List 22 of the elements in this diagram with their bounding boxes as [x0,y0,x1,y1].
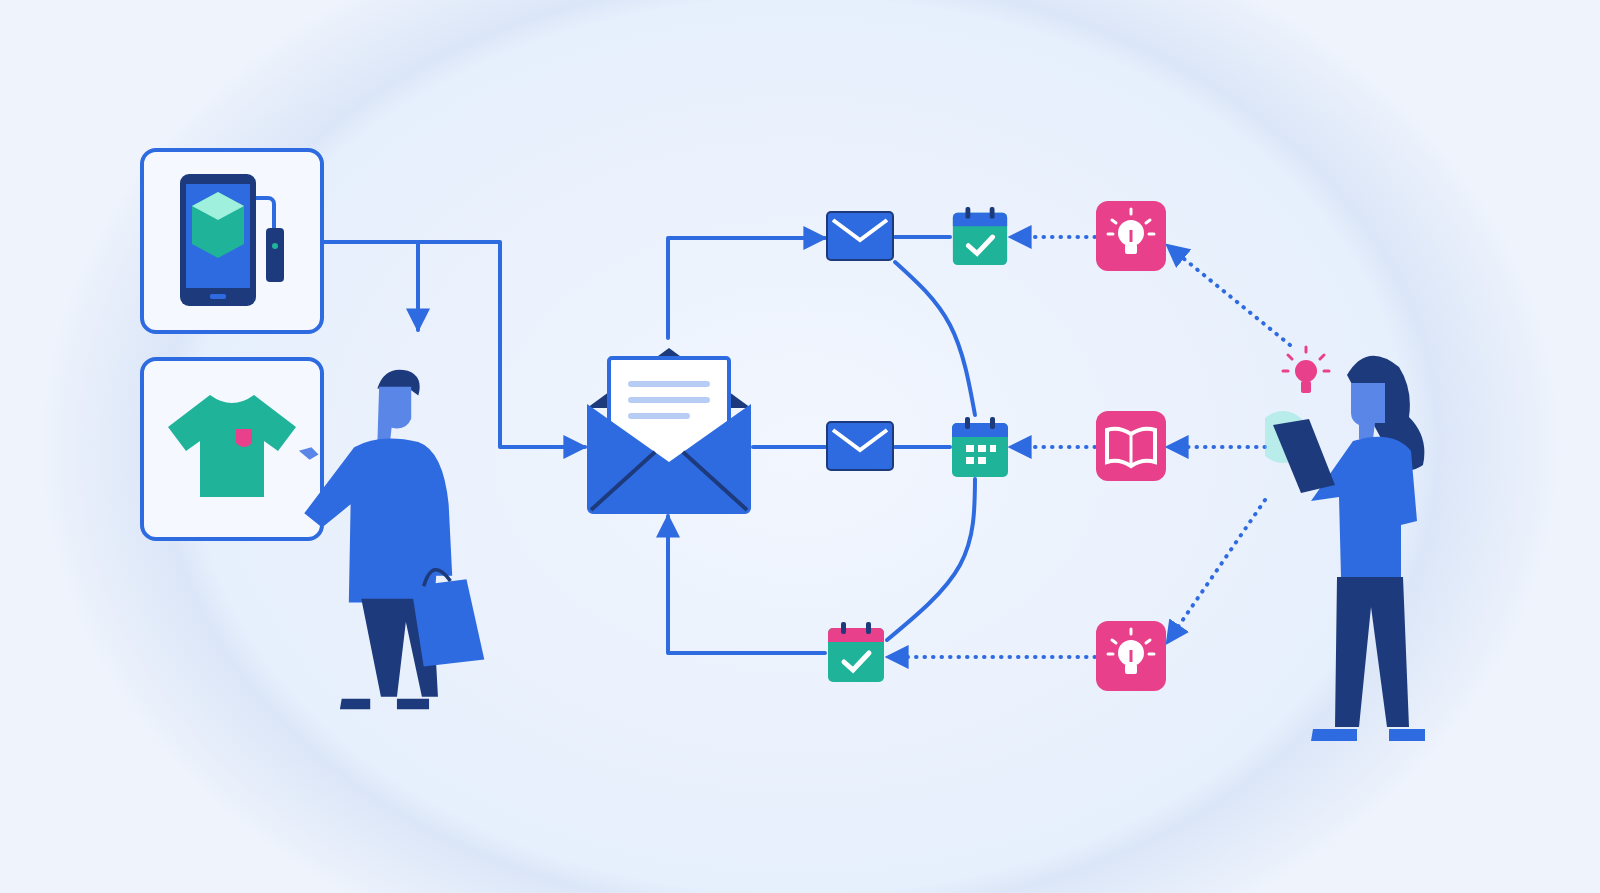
lightbulb-icon [1095,620,1167,692]
connector-line [893,260,977,417]
connector-line [893,445,952,449]
arrow [666,226,828,340]
connector-line [885,477,977,642]
connector-line [893,235,952,239]
phone-card [140,148,324,334]
dotted-arrow [1007,225,1097,249]
calendar-icon [950,415,1010,479]
connector-line [751,445,827,449]
mail-icon [825,210,895,262]
shirt-card [140,357,324,541]
dotted-arrow [1165,243,1292,347]
dotted-arrow [1007,435,1097,459]
arrow [656,513,827,655]
book-icon [1095,410,1167,482]
dotted-arrow [1165,498,1267,645]
lightbulb-icon [1095,200,1167,272]
dotted-arrow [884,645,1097,669]
calendar-icon [825,620,887,684]
mail-icon [825,420,895,472]
calendar-icon [950,205,1010,267]
